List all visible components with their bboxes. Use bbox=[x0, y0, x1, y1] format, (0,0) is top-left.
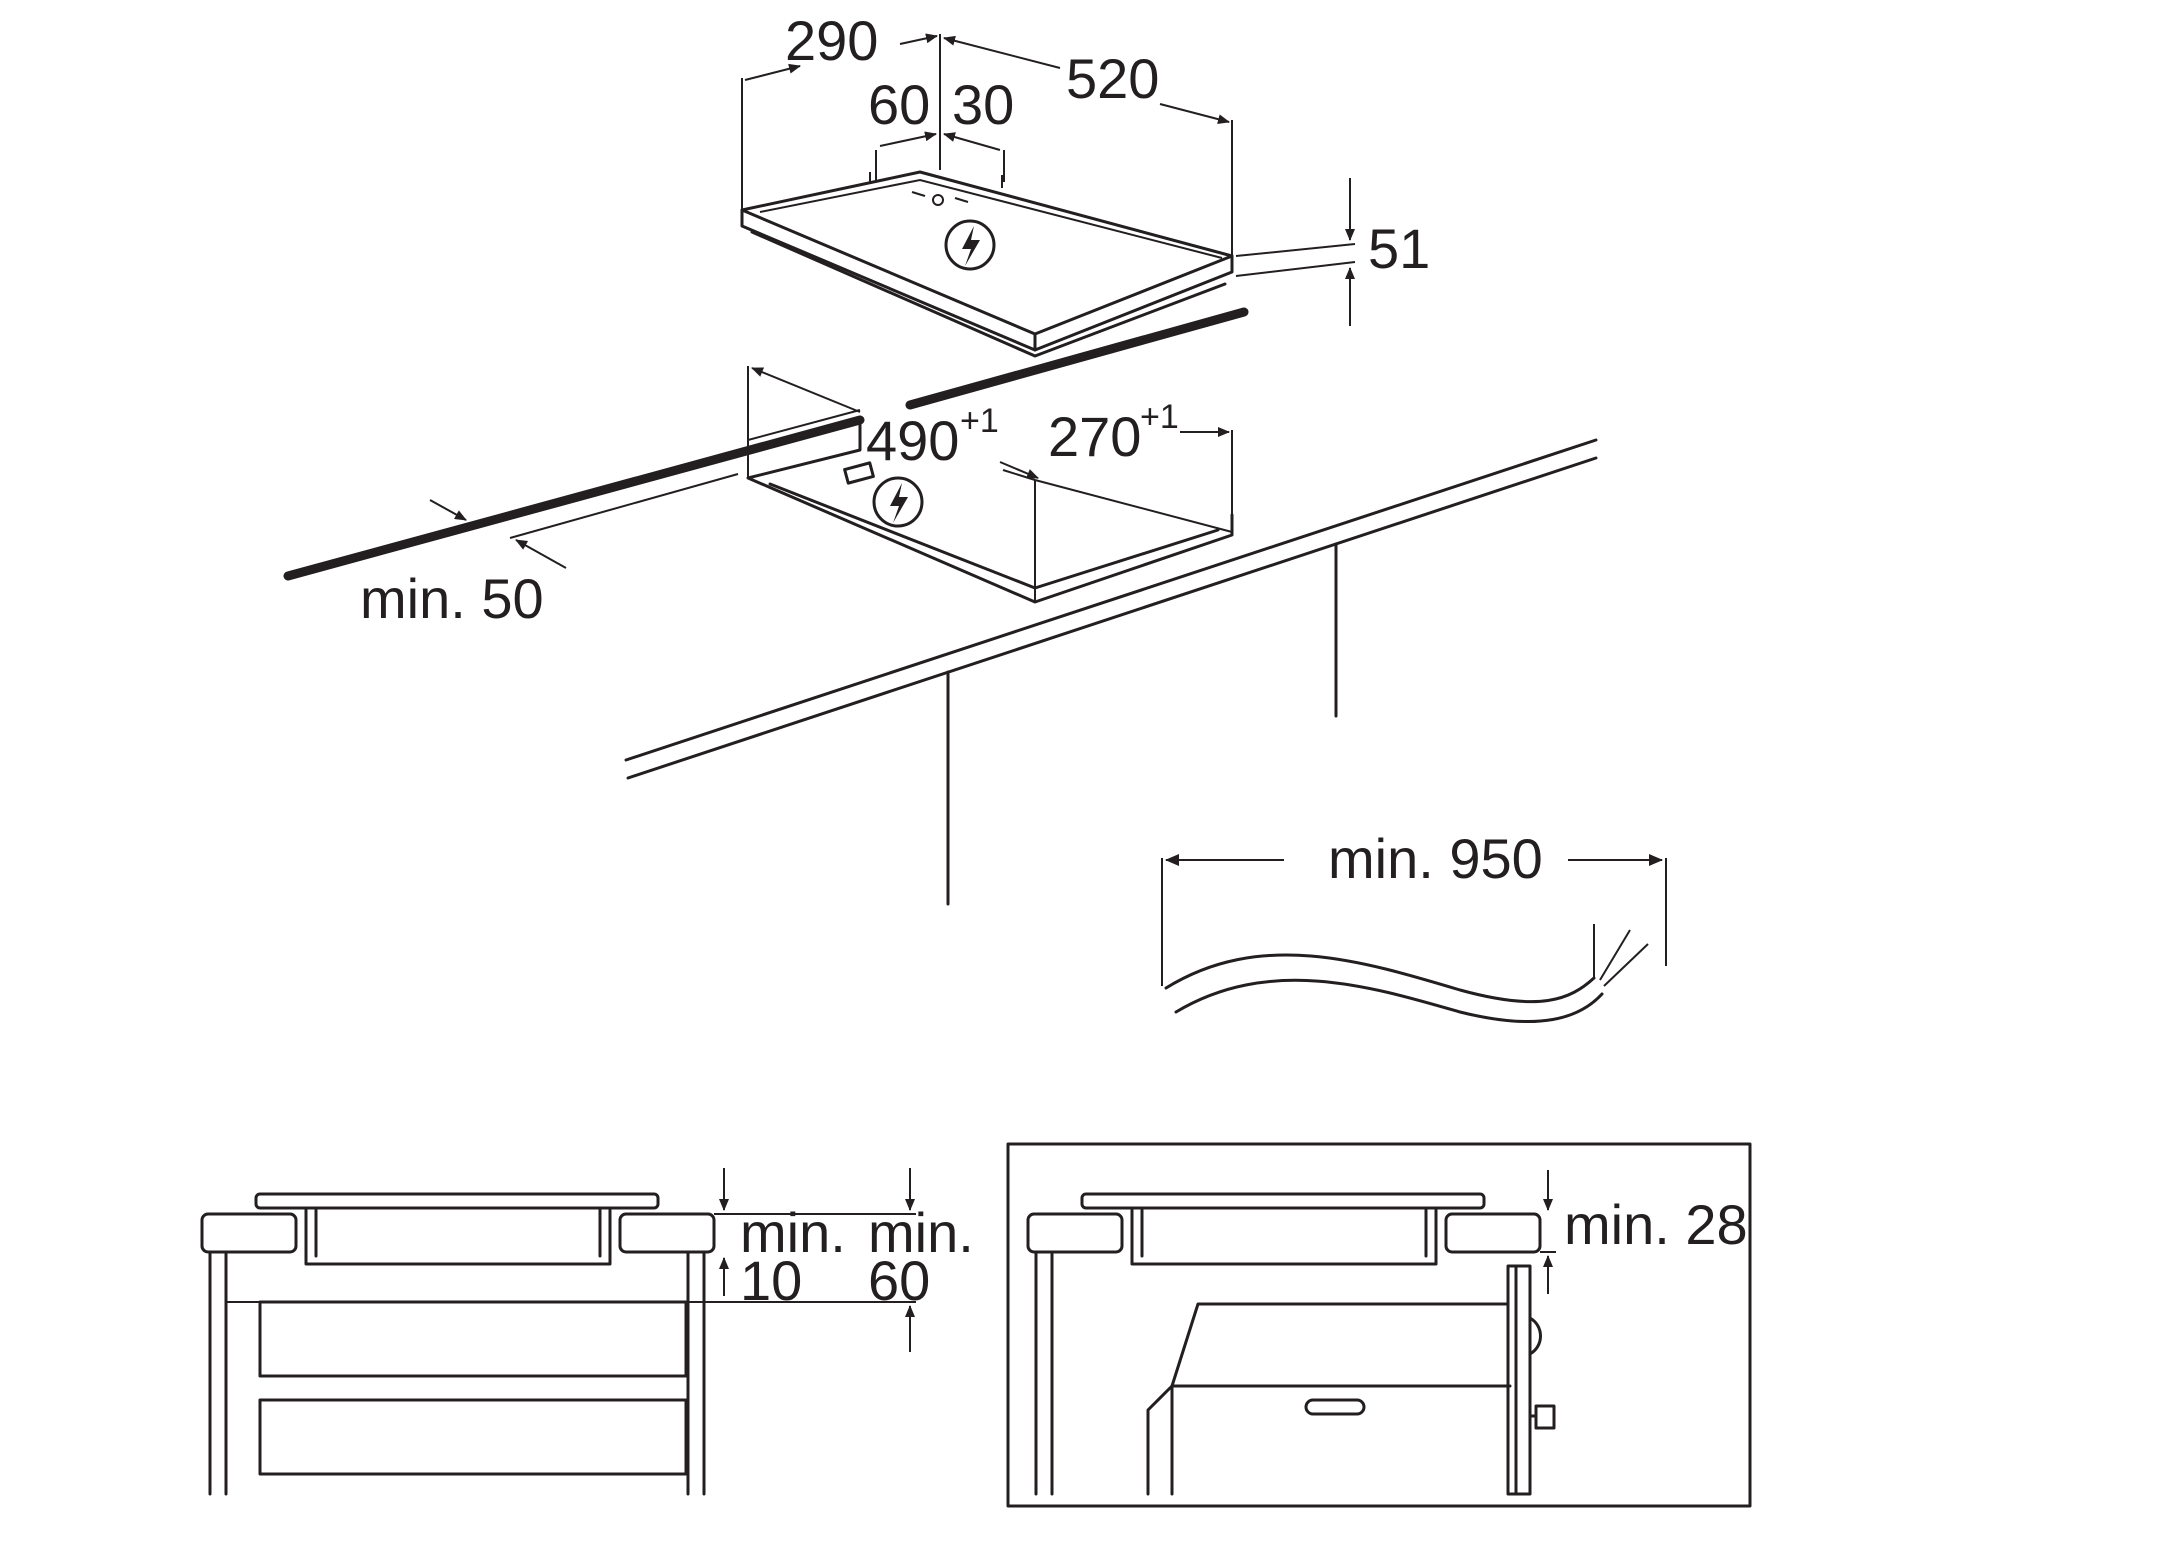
clearance-label-1: min. bbox=[740, 1201, 846, 1264]
power-cable: min. 950 bbox=[1161, 827, 1667, 1024]
cutout-depth-label: 270 +1 bbox=[1048, 398, 1179, 468]
worktop-cutout: 490 +1 270 +1 min. 50 bbox=[283, 307, 1598, 906]
hob-depth-label: 520 bbox=[1066, 47, 1159, 110]
clearance-value-2: 60 bbox=[868, 1249, 930, 1312]
svg-text:490: 490 bbox=[866, 409, 959, 472]
electric-hazard-icon bbox=[872, 476, 924, 528]
section-oven-unit: min. 28 bbox=[1006, 1142, 1752, 1508]
hob-top-view: 290 520 60 30 51 bbox=[740, 9, 1430, 358]
connector-right-label: 30 bbox=[952, 73, 1014, 136]
hob-height-label: 51 bbox=[1368, 217, 1430, 280]
section-drawer-unit: min. 10 min. 60 bbox=[200, 1168, 974, 1496]
clearance-value-1: 10 bbox=[740, 1249, 802, 1312]
hob-width-label: 290 bbox=[785, 9, 878, 72]
connector-left-label: 60 bbox=[868, 73, 930, 136]
cutout-width-label: 490 +1 bbox=[866, 402, 999, 472]
min-edge-distance-label: min. 50 bbox=[360, 567, 544, 630]
svg-text:270: 270 bbox=[1048, 405, 1141, 468]
svg-text:+1: +1 bbox=[960, 402, 999, 440]
clearance-label-2: min. bbox=[868, 1201, 974, 1264]
oven-clearance-label: min. 28 bbox=[1564, 1193, 1748, 1256]
svg-text:+1: +1 bbox=[1140, 398, 1179, 436]
electric-hazard-icon bbox=[944, 219, 996, 271]
cable-length-label: min. 950 bbox=[1328, 827, 1543, 890]
